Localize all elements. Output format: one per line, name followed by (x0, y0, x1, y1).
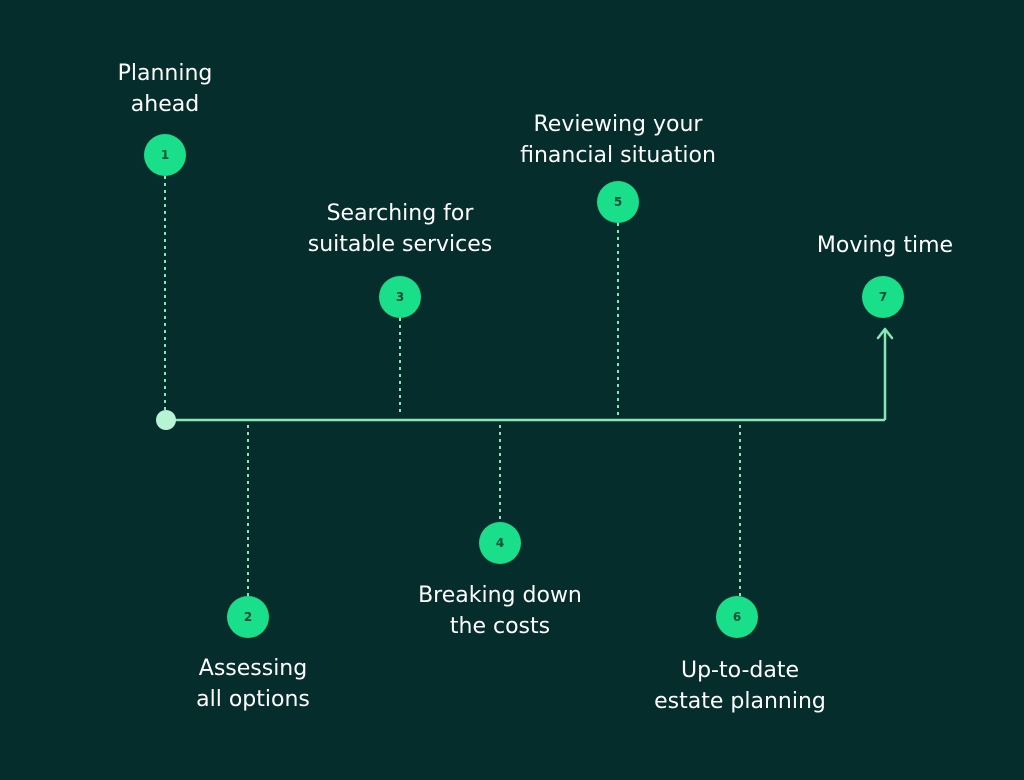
step-7-label-line-1: Moving time (816, 233, 954, 258)
step-3-number: 3 (395, 290, 405, 304)
step-1-badge: 1 (144, 134, 186, 176)
step-2-label-line-1: Assessing (198, 656, 308, 681)
step-6-label-line-1: Up-to-date (680, 658, 800, 683)
step-4-label-line-1: Breaking down (418, 583, 582, 608)
step-5-number: 5 (613, 195, 623, 209)
step-3-label: Searching for suitable services (280, 198, 520, 260)
step-3-badge: 3 (379, 276, 421, 318)
step-1-number: 1 (160, 148, 170, 162)
step-4-label: Breaking down the costs (390, 580, 610, 642)
arrow-up-icon (876, 327, 894, 340)
step-2-number: 2 (243, 610, 253, 624)
step-5-badge: 5 (597, 181, 639, 223)
step-6-badge: 6 (716, 596, 758, 638)
step-4-number: 4 (495, 536, 505, 550)
step-1-label-line-2: ahead (130, 92, 200, 117)
step-2-badge: 2 (227, 596, 269, 638)
step-5-label-line-1: Reviewing your (533, 112, 703, 137)
step-7-number: 7 (878, 290, 888, 304)
step-7-label: Moving time (785, 230, 985, 261)
step-2-label: Assessing all options (173, 653, 333, 715)
step-1-label-line-1: Planning (117, 61, 213, 86)
step-5-label-line-2: financial situation (520, 143, 716, 168)
step-5-label: Reviewing your financial situation (488, 109, 748, 171)
step-2-label-line-2: all options (196, 687, 310, 712)
step-7-badge: 7 (862, 276, 904, 318)
step-6-label: Up-to-date estate planning (625, 655, 855, 717)
step-3-label-line-2: suitable services (307, 232, 493, 257)
timeline-start-dot-icon (156, 410, 176, 430)
step-6-number: 6 (732, 610, 742, 624)
step-4-badge: 4 (479, 522, 521, 564)
step-4-label-line-2: the costs (449, 614, 551, 639)
step-1-label: Planning ahead (95, 58, 235, 120)
step-3-label-line-1: Searching for (326, 201, 474, 226)
step-6-label-line-2: estate planning (654, 689, 826, 714)
